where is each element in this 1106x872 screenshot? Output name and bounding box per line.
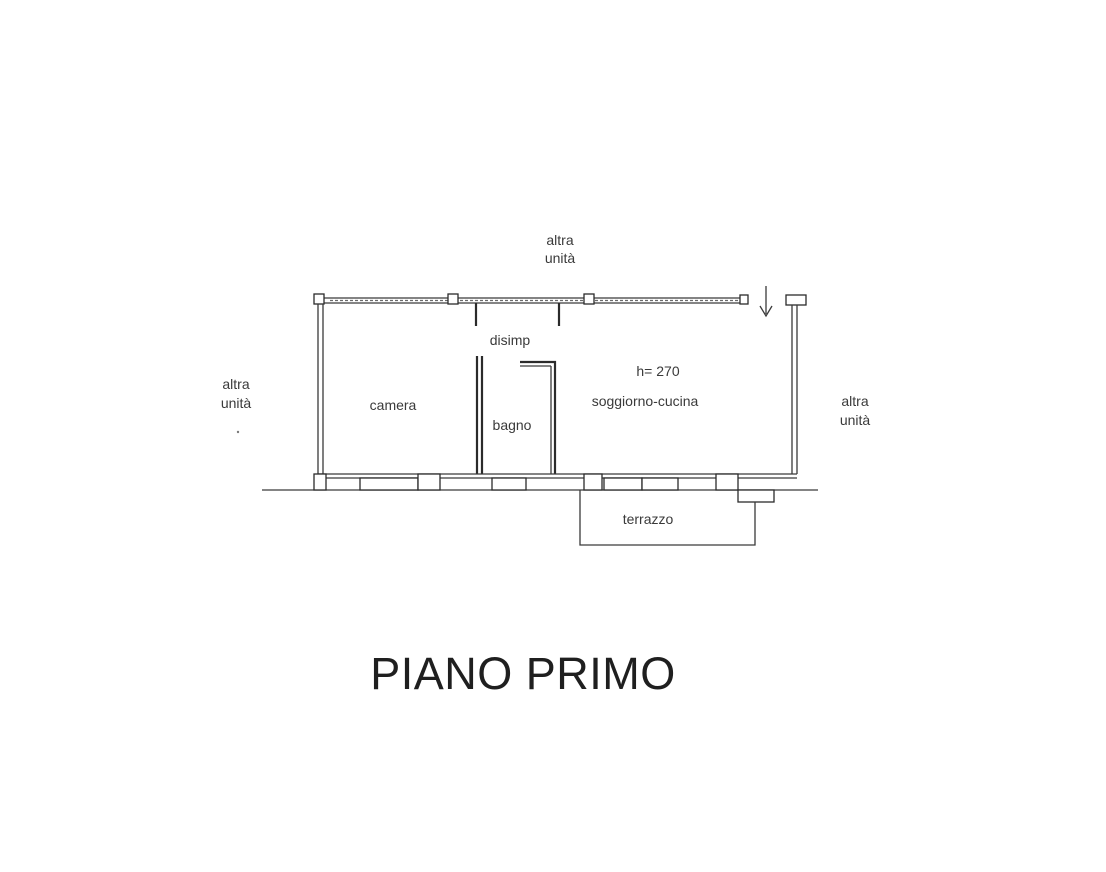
left-neighbor-label-2: unità — [221, 395, 252, 411]
room-bathroom-label: bagno — [493, 417, 532, 433]
top-neighbor-label-2: unità — [545, 250, 576, 266]
left-wall — [317, 304, 324, 474]
terrace-outline — [579, 490, 756, 546]
bottom-pillar-right — [715, 473, 739, 491]
plan-title: PIANO PRIMO — [370, 648, 676, 699]
top-pillar-1 — [447, 293, 459, 305]
top-wall — [313, 293, 749, 305]
left-neighbor-label-1: altra — [222, 376, 249, 392]
terrace-step — [737, 489, 775, 503]
right-neighbor-label-1: altra — [841, 393, 868, 409]
mark-dot — [236, 430, 240, 434]
entry-arrow-icon — [759, 286, 773, 318]
bottom-pillar-left — [313, 473, 327, 491]
living-window-2 — [641, 477, 679, 491]
room-living-kitchen-label: soggiorno-cucina — [592, 393, 699, 409]
room-hallway-label: disimp — [490, 332, 531, 348]
right-neighbor-label-2: unità — [840, 412, 871, 428]
top-neighbor-label-1: altra — [546, 232, 573, 248]
hallway-jambs — [474, 303, 561, 326]
top-pillar-2 — [583, 293, 595, 305]
right-wall — [785, 294, 807, 474]
bottom-facade — [262, 473, 818, 503]
bedroom-window — [359, 477, 419, 491]
top-left-pillar — [313, 293, 325, 305]
right-top-pillar — [785, 294, 807, 306]
room-terrace-label: terrazzo — [623, 511, 674, 527]
ceiling-height-label: h= 270 — [636, 363, 679, 379]
top-right-end — [739, 294, 749, 305]
living-window-1 — [603, 477, 643, 491]
bathroom-window — [491, 477, 527, 491]
room-bedroom-label: camera — [370, 397, 417, 413]
bottom-pillar-3 — [583, 473, 603, 491]
bottom-pillar-2 — [417, 473, 441, 491]
bathroom-walls — [475, 356, 557, 474]
